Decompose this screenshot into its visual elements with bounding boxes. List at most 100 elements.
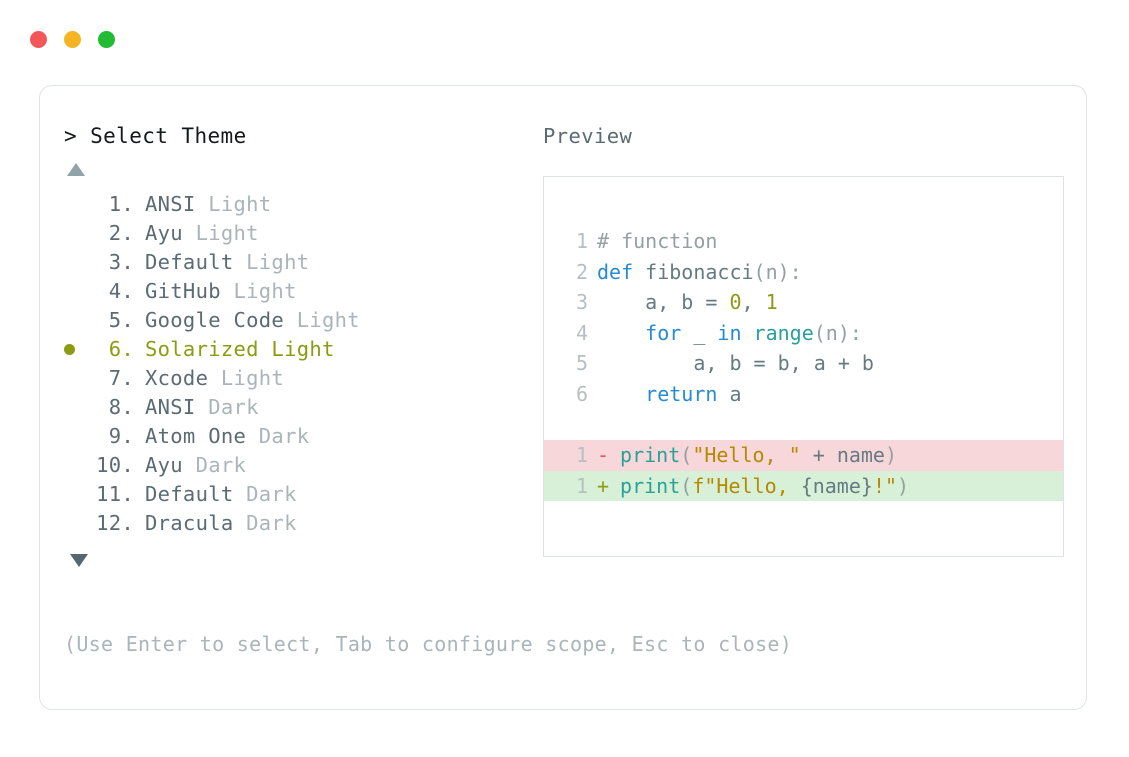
code-token: print: [620, 443, 681, 467]
code-token: ,: [741, 290, 766, 314]
code-token: (n):: [813, 320, 862, 345]
theme-item-name: Default: [145, 482, 234, 506]
selected-bullet-cell: [64, 451, 90, 480]
code-token: ): [884, 443, 898, 467]
theme-list-item[interactable]: 3.Default Light: [64, 248, 534, 277]
theme-item-variant: Dark: [182, 453, 247, 477]
line-number: 3: [575, 290, 588, 314]
theme-list-item[interactable]: 6.Solarized Light: [64, 335, 534, 364]
theme-item-index: 3.: [108, 250, 134, 274]
diff-line-del: 1-print("Hello, " + name): [544, 440, 1063, 471]
code-token: ): [897, 473, 910, 498]
code-token: a, b =: [597, 290, 730, 314]
theme-list-item[interactable]: 9.Atom One Dark: [64, 422, 534, 451]
theme-item-index: 1.: [108, 192, 134, 216]
theme-list-item[interactable]: 10. Ayu Dark: [64, 451, 534, 480]
keyboard-hint: (Use Enter to select, Tab to configure s…: [64, 632, 793, 656]
code-token: a: [729, 381, 742, 406]
theme-picker-card: > Select Theme 1. ANSI Light 2. Ayu Light 3.…: [39, 85, 1087, 710]
theme-item-index: 5.: [108, 308, 134, 332]
code-line-content: a, b = 0, 1: [588, 287, 778, 318]
theme-list-item[interactable]: 4.GitHub Light: [64, 277, 534, 306]
theme-list-item[interactable]: 2.Ayu Light: [64, 219, 534, 248]
code-line: 3 a, b = 0, 1: [544, 287, 1063, 318]
theme-item-variant: Dark: [233, 482, 297, 506]
theme-list-item[interactable]: 11. Default Dark: [64, 480, 534, 509]
theme-item-index: 4.: [108, 279, 134, 303]
theme-item-name: Solarized: [145, 337, 259, 361]
code-line: 1 # function: [544, 226, 1063, 257]
line-number: 1: [575, 443, 588, 467]
theme-list-item[interactable]: 1.ANSI Light: [64, 190, 534, 219]
line-number: 1: [575, 229, 588, 253]
diff-line-content: print("Hello, " + name): [609, 440, 897, 471]
theme-item-index: 2.: [108, 221, 134, 245]
selected-bullet-cell: [64, 509, 90, 538]
theme-item-name: ANSI: [145, 395, 196, 419]
selected-bullet-cell: [64, 364, 90, 393]
scroll-up-icon[interactable]: [67, 163, 85, 176]
prompt-title-text: Select Theme: [90, 124, 247, 148]
theme-item-index: 12.: [96, 511, 134, 535]
code-line-content: def fibonacci(n):: [588, 257, 802, 288]
theme-item-index: 7.: [108, 366, 134, 390]
theme-item-variant: Light: [284, 308, 360, 332]
diff-line-content: print(f"Hello, {name}!"): [609, 471, 909, 502]
line-number: 2: [575, 259, 588, 284]
selected-bullet-cell: [64, 393, 90, 422]
scroll-down-icon[interactable]: [70, 554, 88, 567]
code-token: range: [753, 320, 814, 345]
theme-item-name: ANSI: [145, 192, 196, 216]
window-titlebar: [0, 0, 1129, 78]
code-token: a, b = b, a + b: [597, 351, 874, 375]
code-token: !": [872, 473, 898, 498]
theme-item-index: 10.: [96, 453, 134, 477]
theme-select-pane: > Select Theme 1. ANSI Light 2. Ayu Light 3.…: [64, 123, 534, 567]
theme-item-variant: Light: [208, 366, 285, 390]
code-token: {name}: [800, 473, 873, 498]
theme-list-item[interactable]: 5. Google Code Light: [64, 306, 534, 335]
selected-bullet-icon: [64, 344, 75, 355]
theme-item-name: Dracula: [145, 511, 234, 535]
code-token: +: [800, 443, 837, 467]
theme-list-item[interactable]: 8.ANSI Dark: [64, 393, 534, 422]
code-token: # function: [597, 229, 718, 253]
diff-sample: 1-print("Hello, " + name)1+print(f"Hello…: [544, 440, 1063, 501]
theme-item-index: 8.: [108, 395, 134, 419]
minimize-button-icon[interactable]: [64, 30, 81, 48]
prompt-caret-icon: >: [64, 124, 78, 148]
code-line-content: return a: [588, 379, 742, 410]
theme-item-name: Ayu: [145, 453, 183, 477]
theme-item-index: 6.: [108, 337, 134, 361]
theme-item-index: 11.: [96, 482, 134, 506]
theme-item-name: Ayu: [145, 221, 183, 245]
preview-label: Preview: [543, 124, 633, 148]
code-token: 1: [765, 290, 778, 314]
code-line: 6 return a: [544, 379, 1063, 410]
theme-item-variant: Light: [220, 279, 297, 303]
line-number: 5: [575, 351, 588, 375]
theme-item-variant: Dark: [246, 424, 310, 448]
close-button-icon[interactable]: [30, 30, 47, 48]
theme-list-item[interactable]: 12.Dracula Dark: [64, 509, 534, 538]
maximize-button-icon[interactable]: [98, 30, 115, 48]
code-token: print: [620, 473, 681, 498]
code-token: "Hello,: [704, 473, 801, 498]
selected-bullet-cell: [64, 219, 90, 248]
code-line-content: a, b = b, a + b: [588, 348, 874, 379]
theme-item-name: Google Code: [145, 308, 285, 332]
selected-bullet-cell: [64, 335, 90, 364]
theme-list-item[interactable]: 7.Xcode Light: [64, 364, 534, 393]
selected-bullet-cell: [64, 277, 90, 306]
selected-bullet-cell: [64, 480, 90, 509]
code-token: f: [692, 473, 705, 498]
theme-item-name: Default: [145, 250, 234, 274]
code-token: for: [597, 320, 694, 345]
code-token: (: [680, 443, 693, 467]
code-token: name: [836, 443, 885, 467]
